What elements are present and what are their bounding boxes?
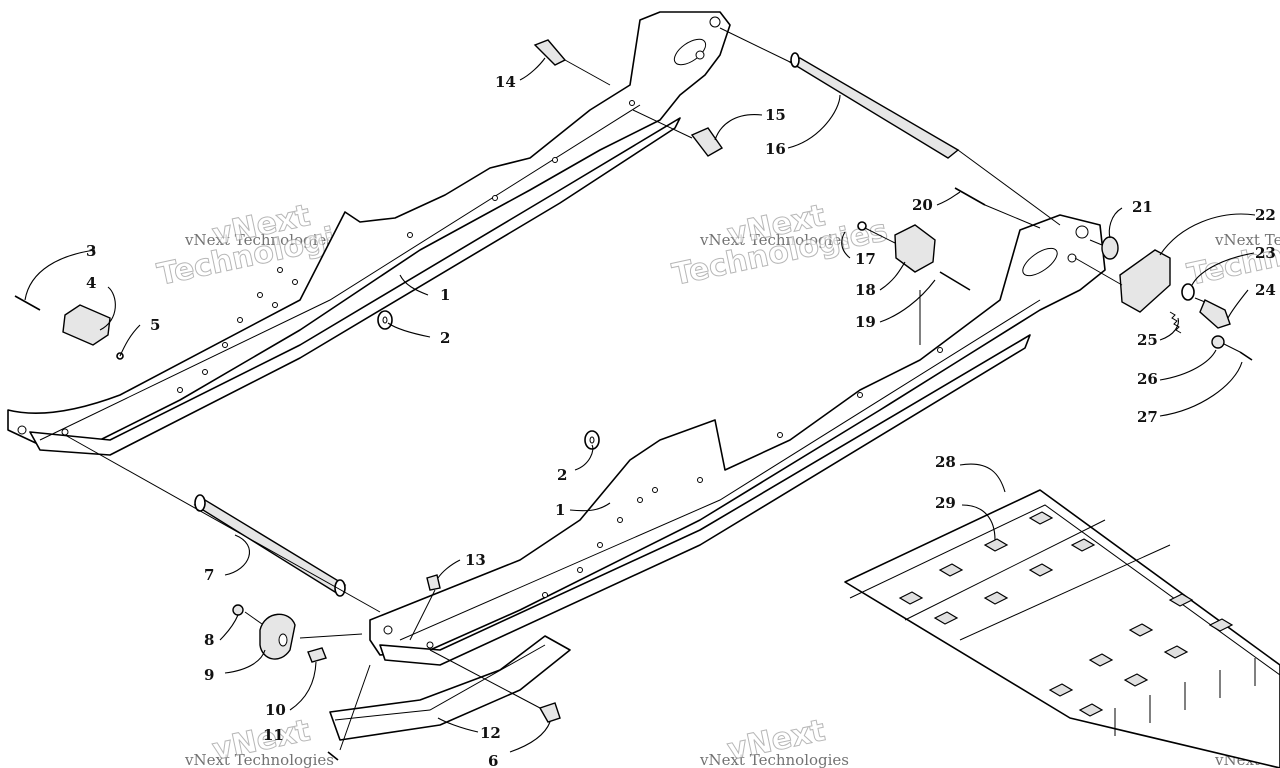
track-assembly xyxy=(844,489,1280,768)
leader-lines xyxy=(24,57,1256,753)
callout-15: 15 xyxy=(765,106,786,124)
small-hardware xyxy=(14,39,1253,761)
front-axle-shaft xyxy=(193,494,347,597)
svg-text:vNext Technologies: vNext Technologies xyxy=(699,231,849,249)
callout-16: 16 xyxy=(765,140,786,158)
callout-5: 5 xyxy=(150,316,160,334)
wear-strip xyxy=(329,635,571,741)
callout-29: 29 xyxy=(935,494,956,512)
callout-3: 3 xyxy=(86,242,96,260)
svg-text:vNext Technologies: vNext Technologies xyxy=(699,751,849,768)
nut xyxy=(232,604,244,616)
callout-1: 1 xyxy=(555,501,565,519)
callout-7: 7 xyxy=(204,566,214,584)
callout-21: 21 xyxy=(1132,198,1153,216)
callout-12: 12 xyxy=(480,724,501,742)
svg-text:vNext Technologies: vNext Technologies xyxy=(184,751,334,768)
screw xyxy=(939,271,971,291)
adjuster-bolt xyxy=(1199,299,1231,329)
callout-4: 4 xyxy=(86,274,96,292)
callout-27: 27 xyxy=(1137,408,1158,426)
callout-22: 22 xyxy=(1255,206,1276,224)
lock-nut xyxy=(1211,335,1225,349)
slide-rail-front xyxy=(369,214,1106,666)
flange-bolt xyxy=(533,39,567,66)
callout-numbers: 1 1 2 2 3 4 5 6 7 8 9 10 11 12 13 14 15 … xyxy=(86,73,1276,768)
stopper-block xyxy=(894,224,936,273)
callout-23: 23 xyxy=(1255,244,1276,262)
long-bolt xyxy=(14,295,41,311)
callout-1: 1 xyxy=(440,286,450,304)
callout-19: 19 xyxy=(855,313,876,331)
callout-26: 26 xyxy=(1137,370,1158,388)
callout-14: 14 xyxy=(495,73,516,91)
callout-9: 9 xyxy=(204,666,214,684)
small-bolt-head xyxy=(857,221,867,231)
callout-10: 10 xyxy=(265,701,286,719)
watermark: vNext Technologies vNext xyxy=(184,713,334,768)
callout-11: 11 xyxy=(263,726,284,744)
watermark: vNext Technologies Technologies vNext xyxy=(669,198,891,294)
svg-text:vNext Technologies: vNext Technologies xyxy=(184,231,334,249)
callout-2: 2 xyxy=(440,329,450,347)
small-pin xyxy=(327,751,339,761)
bolt xyxy=(307,647,327,663)
callout-6: 6 xyxy=(488,752,498,768)
callout-13: 13 xyxy=(465,551,486,569)
callout-28: 28 xyxy=(935,453,956,471)
set-bolt xyxy=(426,574,441,591)
bolt xyxy=(538,702,561,723)
rear-axle-shaft xyxy=(788,52,960,159)
spacer xyxy=(1101,236,1119,260)
callout-20: 20 xyxy=(912,196,933,214)
alignment-lines xyxy=(64,27,1241,751)
adjuster-housing xyxy=(1119,249,1171,313)
idler-wheel xyxy=(259,613,296,660)
callout-2: 2 xyxy=(557,466,567,484)
watermarks: vNext Technologies Technologies vNext vN… xyxy=(154,198,1280,768)
bushing xyxy=(690,127,724,157)
flat-washer xyxy=(1181,283,1195,301)
bumper-block xyxy=(62,304,111,346)
spring xyxy=(1169,311,1182,334)
slide-rail-rear xyxy=(7,11,731,456)
callout-25: 25 xyxy=(1137,331,1158,349)
cotter-pin xyxy=(1239,351,1253,361)
pin xyxy=(954,187,986,206)
svg-text:vNext Technologies: vNext Technologies xyxy=(1214,231,1280,249)
callout-8: 8 xyxy=(204,631,214,649)
callout-24: 24 xyxy=(1255,281,1276,299)
callout-18: 18 xyxy=(855,281,876,299)
watermark: vNext Technologies vNext xyxy=(699,713,849,768)
callout-17: 17 xyxy=(855,250,876,268)
